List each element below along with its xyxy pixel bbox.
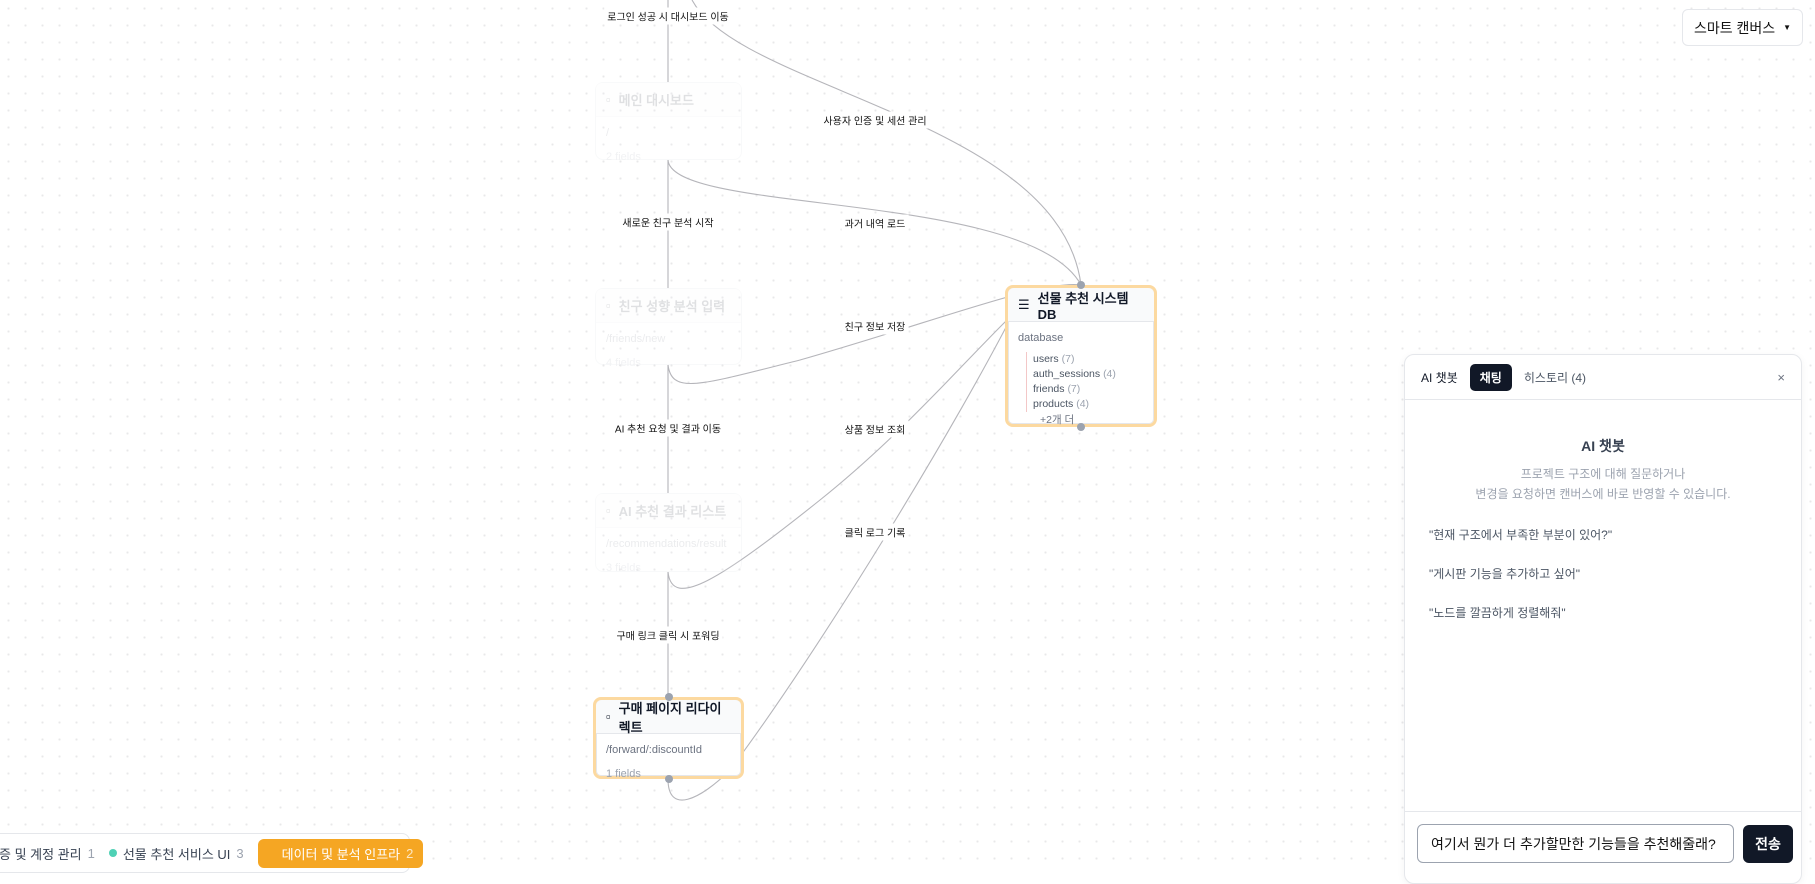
node-title: 친구 성향 분석 입력 [618,299,726,314]
group-color-dot [108,849,117,857]
ai-chat-panel: AI 챗봇 채팅 히스토리 (4) × AI 챗봇 프로젝트 구조에 대해 질문… [1404,354,1802,884]
page-icon: ▫ [606,709,611,724]
node-handle-top[interactable] [1077,281,1085,289]
node-fields: 4 fields [606,357,641,369]
node-title: 선물 추천 시스템 DB [1037,290,1129,322]
dropdown-label: 스마트 캔버스 [1693,19,1776,36]
edge-label[interactable]: 사용자 인증 및 세션 관리 [820,111,930,129]
edge-label[interactable]: 상품 정보 조회 [841,420,909,438]
node-friend-analysis[interactable]: ▫ 친구 성향 분석 입력 /friends/new 4 fields [595,288,742,369]
table-item: friends (7) [1026,382,1144,397]
edge-label[interactable]: 구매 링크 클릭 시 포워딩 [613,626,723,644]
edge-click-log [667,299,1021,801]
more-tables: +2개 더 [1040,414,1075,426]
edge-label[interactable]: 친구 정보 저장 [841,317,909,335]
empty-title: AI 챗봇 [1581,438,1625,454]
table-list: users (7) auth_sessions (4) friends (7) … [1008,344,1154,412]
node-purchase-redirect[interactable]: ▫ 구매 페이지 리다이렉트 /forward/:discountId 1 fie… [593,693,744,783]
page-icon: ▫ [606,92,611,107]
node-ai-results[interactable]: ▫ AI 추천 결과 리스트 /recommendations/result 3 … [595,493,742,574]
node-handle-bottom[interactable] [1077,423,1085,431]
node-path: /friends/new [606,333,666,345]
edge-label[interactable]: 새로운 친구 분석 시작 [619,213,717,231]
node-path: /forward/:discountId [606,744,702,756]
suggestion-item[interactable]: "현재 구조에서 부족한 부분이 있어?" [1429,528,1613,542]
node-title: AI 추천 결과 리스트 [618,504,727,519]
edge-label[interactable]: 로그인 성공 시 대시보드 이동 [604,7,732,25]
edge-label[interactable]: AI 추천 요청 및 결과 이동 [611,419,725,437]
node-handle-top[interactable] [664,693,673,701]
page-icon: ▫ [606,503,611,518]
chat-panel-label: AI 챗봇 [1421,370,1458,385]
table-item: users (7) [1026,352,1144,367]
empty-desc: 변경을 요청하면 캔버스에 바로 반영할 수 있습니다. [1475,487,1731,501]
page-icon: ▫ [606,298,611,313]
caret-down-icon: ▼ [1783,23,1792,32]
node-fields: 2 fields [606,151,641,163]
suggestion-item[interactable]: "노드를 깔끔하게 정렬해줘" [1429,606,1566,620]
node-main-dashboard[interactable]: ▫ 메인 대시보드 / 2 fields [595,82,742,163]
send-button[interactable]: 전송 [1743,825,1793,863]
node-fields: 1 fields [606,768,641,780]
node-database[interactable]: ☰ 선물 추천 시스템 DB database users (7) auth_se… [1005,281,1157,431]
suggestion-item[interactable]: "게시판 기능을 추가하고 싶어" [1429,567,1581,581]
node-title: 구매 페이지 리다이렉트 [618,700,722,735]
node-title: 메인 대시보드 [618,93,694,108]
table-item: auth_sessions (4) [1026,367,1144,382]
node-fields: 3 fields [606,562,641,574]
node-path: / [606,127,610,139]
node-path: /recommendations/result [606,538,727,550]
edge-label[interactable]: 클릭 로그 기록 [841,523,909,541]
edge-product-lookup [667,289,1041,589]
node-type: database [1018,332,1064,344]
edge-label[interactable]: 과거 내역 로드 [841,214,909,232]
tab-history[interactable]: 히스토리 (4) [1523,370,1587,385]
node-handle-bottom[interactable] [664,775,673,783]
chat-input[interactable] [1417,824,1734,863]
tab-chat[interactable]: 채팅 [1469,363,1512,391]
close-icon[interactable]: × [1777,369,1785,385]
empty-desc: 프로젝트 구조에 대해 질문하거나 [1520,467,1686,481]
table-item: products (4) [1026,397,1144,412]
edge-history-load [667,159,1082,286]
menu-icon: ☰ [1018,296,1030,312]
smart-canvas-dropdown[interactable]: 스마트 캔버스 ▼ [1682,9,1803,46]
